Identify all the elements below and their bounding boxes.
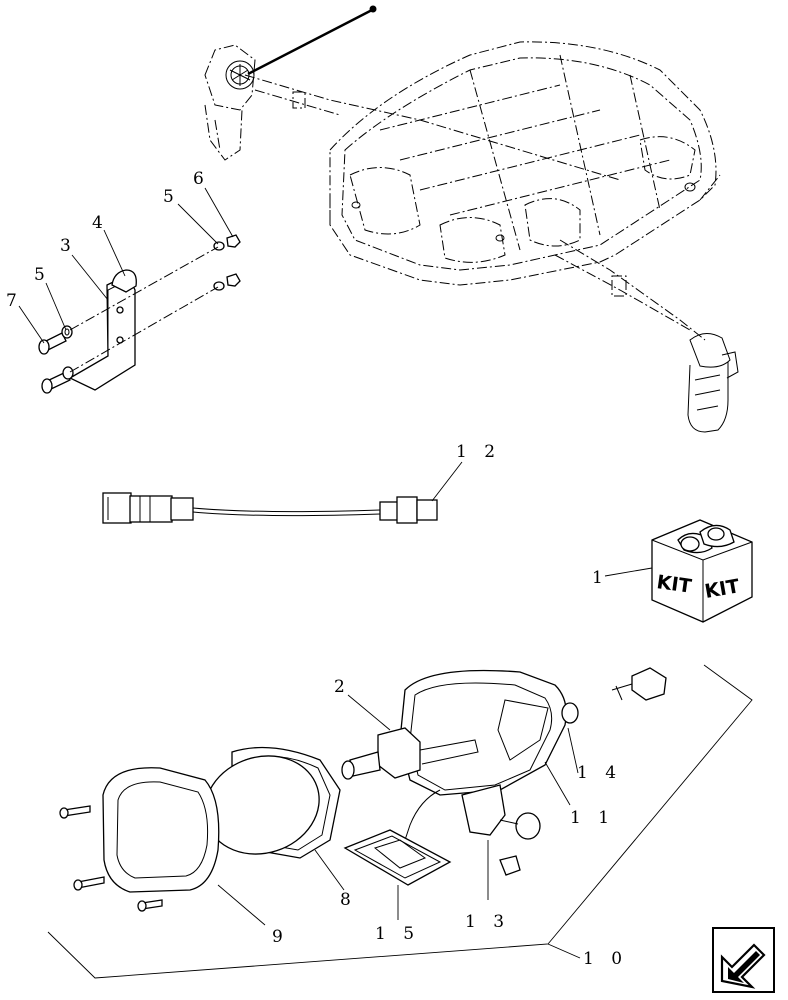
- callouts: 1 2 3 4 5 5 6 7 8 9 1 0 1 1 1 2 1 3 1 4 …: [6, 169, 628, 969]
- connector-small: [611, 667, 667, 701]
- callout-5a: 5: [34, 265, 51, 285]
- callout-14: 1 4: [577, 763, 622, 783]
- callout-13: 1 3: [465, 912, 510, 932]
- work-lamp-assembly: [59, 669, 579, 912]
- callout-5b: 5: [163, 187, 180, 207]
- callout-4: 4: [92, 213, 109, 233]
- callout-8: 8: [340, 890, 357, 910]
- lamp-housing: [399, 669, 567, 796]
- cab-roof-assembly: [329, 41, 721, 286]
- leader-lines: [18, 187, 653, 959]
- right-mirror-mount: [554, 239, 739, 433]
- kit-box: KIT KIT: [651, 519, 753, 623]
- kit-label-left: KIT: [655, 571, 693, 598]
- callout-6: 6: [193, 169, 210, 189]
- callout-3: 3: [60, 236, 77, 256]
- left-mirror-mount: [204, 44, 621, 181]
- wire-harness-12: [102, 492, 438, 524]
- callout-10: 1 0: [583, 949, 628, 969]
- callout-15: 1 5: [375, 924, 420, 944]
- callout-7: 7: [6, 291, 23, 311]
- bracket-4-tab: [111, 269, 137, 293]
- callout-9: 9: [272, 927, 289, 947]
- bezel: [102, 767, 220, 893]
- arrow-corner-icon[interactable]: [712, 927, 775, 993]
- callout-1: 1: [592, 568, 609, 588]
- callout-2: 2: [334, 677, 351, 697]
- antenna-cable: [247, 5, 377, 76]
- callout-11: 1 1: [570, 808, 615, 828]
- mounting-bracket-group: [38, 234, 241, 394]
- callout-12: 1 2: [456, 442, 501, 462]
